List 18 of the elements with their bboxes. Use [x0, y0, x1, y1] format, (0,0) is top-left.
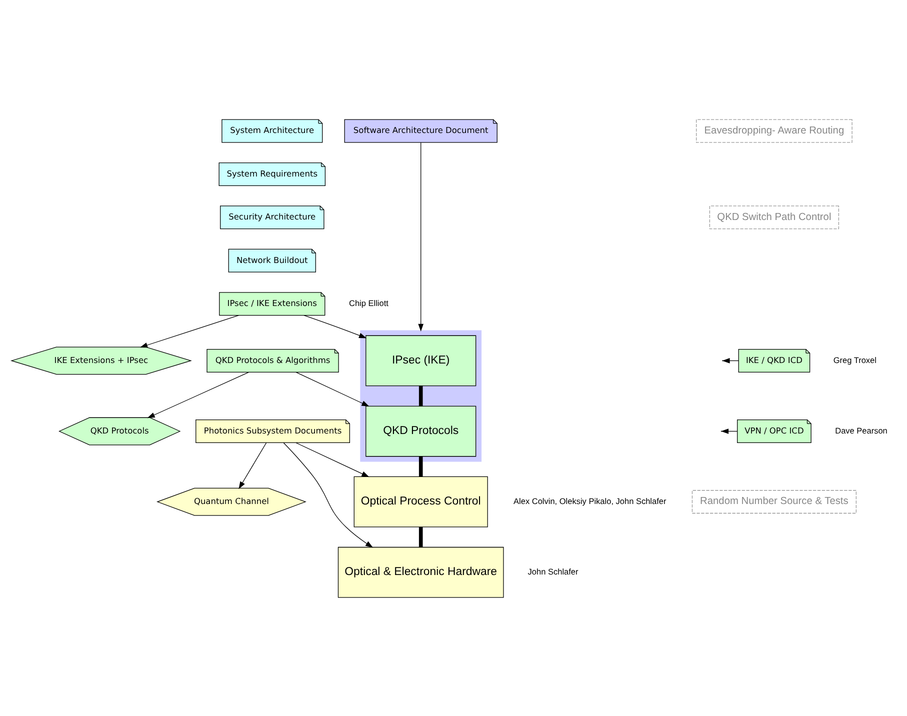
node-box: QKD Switch Path Control: [709, 205, 840, 229]
node-box: Optical Process Control: [354, 476, 488, 527]
arrow: [238, 442, 267, 489]
node-box: Optical & Electronic Hardware: [338, 546, 504, 598]
arrow: [296, 442, 370, 477]
arrow: [304, 314, 367, 338]
arrow: [296, 371, 370, 406]
connector: [418, 385, 423, 406]
arrow: [140, 314, 240, 348]
connector: [418, 456, 423, 476]
node-box: Random Number Source & Tests: [692, 490, 856, 514]
arrow: [418, 142, 424, 331]
node-box: QKD Protocols: [366, 405, 476, 456]
arrow: [283, 442, 374, 548]
node-box: IPsec (IKE): [366, 334, 476, 386]
connector: [418, 526, 423, 547]
arrow: [147, 371, 250, 418]
node-box: Eavesdropping- Aware Routing: [696, 118, 852, 142]
